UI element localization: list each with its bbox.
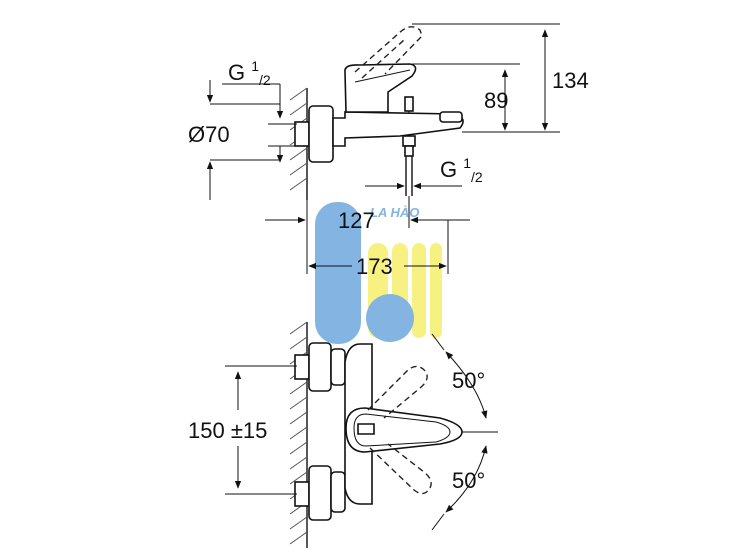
height-134-label: 134: [552, 68, 589, 93]
watermark-text: LA HÀO: [370, 205, 419, 220]
diameter-label: Ø70: [188, 122, 230, 147]
faucet-front-view: [294, 342, 463, 521]
thread-size-mid-label: G 1/2: [440, 155, 483, 185]
angle-top-label: 50°: [452, 368, 485, 393]
dimension-lines-top: [206, 23, 560, 274]
dimension-lines-bottom: [225, 333, 498, 531]
width-173-label: 173: [356, 254, 393, 279]
dimension-labels: G 1/2 Ø70 134 89 G 1/2 127 173 150 ±15 5…: [188, 58, 589, 493]
watermark-blue-bar: [315, 202, 361, 344]
faucet-side-view: [294, 26, 464, 196]
watermark-blue-circle: [366, 294, 414, 342]
angle-bottom-label: 50°: [452, 468, 485, 493]
spacing-label: 150 ±15: [188, 418, 267, 443]
width-127-label: 127: [338, 208, 375, 233]
height-89-label: 89: [484, 88, 508, 113]
thread-size-top-label: G 1/2: [228, 58, 271, 88]
watermark-logo: LA HÀO: [315, 202, 442, 344]
